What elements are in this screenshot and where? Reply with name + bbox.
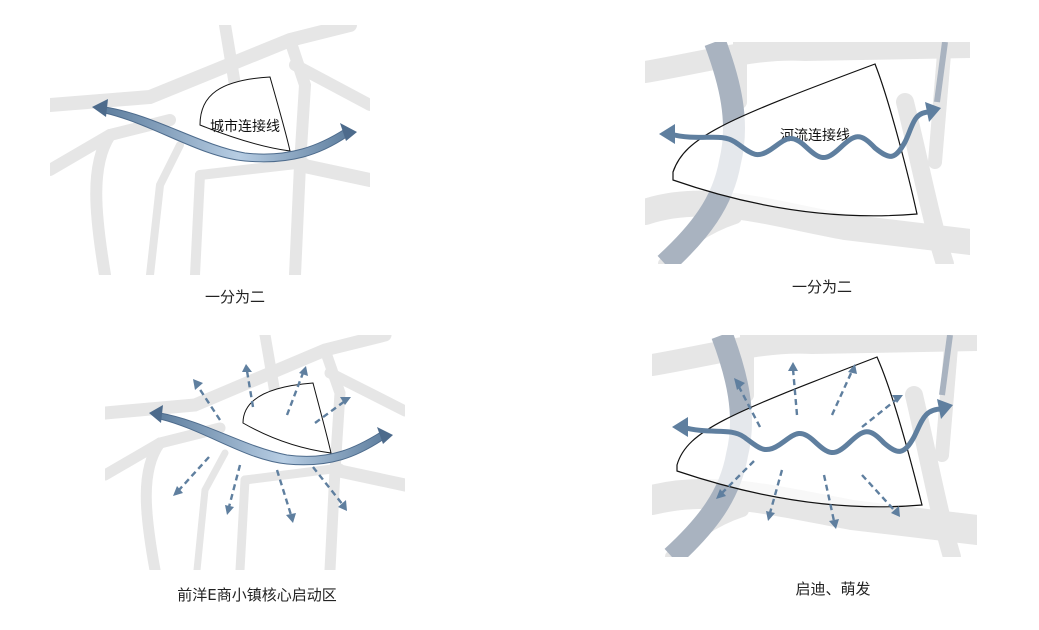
road-network xyxy=(105,335,405,570)
dashed-radiating-arrows xyxy=(721,368,898,522)
arrowhead-left xyxy=(92,99,108,117)
road-network xyxy=(50,25,370,275)
arrowhead-right xyxy=(937,399,953,419)
panel-bottom-right xyxy=(652,335,977,557)
diagram-top-left: 城市连接线 xyxy=(50,25,370,275)
label-river-link: 河流连接线 xyxy=(780,127,850,144)
panel-top-left: 城市连接线 xyxy=(50,25,370,275)
panel-bottom-left xyxy=(105,335,405,570)
river-link-wave-arrow xyxy=(667,109,933,160)
arrowhead-right xyxy=(377,427,393,444)
arrowhead-left xyxy=(149,405,163,423)
arrowhead-right xyxy=(340,123,357,141)
diagram-bottom-left xyxy=(105,335,405,570)
arrowhead-left xyxy=(659,124,675,144)
caption-top-left: 一分为二 xyxy=(204,288,266,306)
diagram-top-right: 河流连接线 xyxy=(645,42,970,264)
river-branch xyxy=(939,335,953,396)
river-branch xyxy=(934,42,948,103)
district-outline xyxy=(242,382,332,454)
caption-top-right: 一分为二 xyxy=(791,278,853,296)
dashed-arrowheads xyxy=(173,364,351,523)
dashed-arrowheads xyxy=(716,362,903,529)
arrowhead-right xyxy=(925,102,941,122)
river-link-wave-arrow xyxy=(679,406,945,455)
caption-bottom-right: 启迪、萌发 xyxy=(795,580,871,598)
caption-bottom-left: 前洋E商小镇核心启动区 xyxy=(177,586,337,604)
diagram-bottom-right xyxy=(652,335,977,557)
arrowhead-left xyxy=(672,417,688,437)
district-outline xyxy=(199,76,291,152)
label-city-link: 城市连接线 xyxy=(210,118,280,135)
dashed-radiating-arrows xyxy=(178,370,346,516)
panel-top-right: 河流连接线 xyxy=(645,42,970,264)
